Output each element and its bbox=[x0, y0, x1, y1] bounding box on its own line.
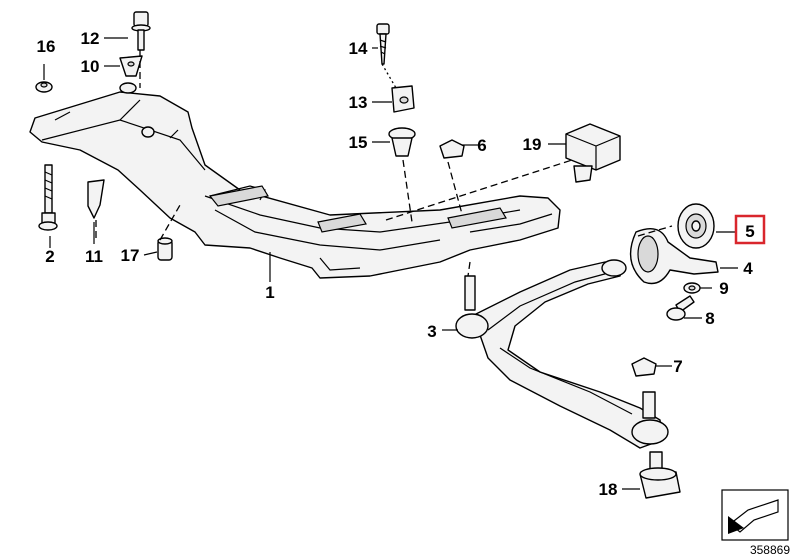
control-arm-part-3[interactable] bbox=[455, 259, 669, 449]
callout-8: 8 bbox=[705, 309, 714, 328]
callout-12: 12 bbox=[81, 29, 100, 48]
washer-part-9[interactable] bbox=[683, 282, 701, 294]
callout-3: 3 bbox=[427, 322, 436, 341]
ball-joint-part-18[interactable] bbox=[639, 451, 681, 499]
clip-part-13[interactable] bbox=[391, 85, 415, 113]
nut-plate-part-10[interactable] bbox=[119, 55, 143, 77]
bracket-part-4[interactable] bbox=[629, 228, 719, 285]
clip-part-11[interactable] bbox=[87, 179, 105, 219]
screw-part-14[interactable] bbox=[376, 23, 390, 65]
nut-part-6[interactable] bbox=[439, 139, 465, 159]
callout-6: 6 bbox=[477, 136, 486, 155]
nut-part-7[interactable] bbox=[631, 357, 657, 377]
callout-9: 9 bbox=[719, 279, 728, 298]
callout-18: 18 bbox=[599, 480, 618, 499]
highlight-box bbox=[734, 214, 766, 245]
bolt-part-12[interactable] bbox=[131, 11, 151, 51]
callout-5: 5 bbox=[745, 222, 754, 241]
reference-icon bbox=[721, 489, 789, 541]
rubber-mount-part-5[interactable] bbox=[677, 203, 715, 249]
bolt-part-2[interactable] bbox=[38, 164, 58, 231]
callout-10: 10 bbox=[81, 57, 100, 76]
bolt-part-8[interactable] bbox=[666, 295, 695, 321]
callout-14: 14 bbox=[349, 39, 368, 58]
sleeve-part-17[interactable] bbox=[157, 237, 173, 261]
callout-16: 16 bbox=[37, 37, 56, 56]
callout-15: 15 bbox=[349, 133, 368, 152]
reference-number: 358869 bbox=[750, 543, 790, 557]
nut-part-16[interactable] bbox=[35, 81, 53, 93]
callout-11: 11 bbox=[85, 247, 103, 266]
mount-part-19[interactable] bbox=[565, 123, 621, 183]
subframe-part-1[interactable] bbox=[29, 82, 561, 279]
callout-13: 13 bbox=[349, 93, 368, 112]
callout-17: 17 bbox=[121, 246, 140, 265]
callout-19: 19 bbox=[523, 135, 542, 154]
callout-7: 7 bbox=[673, 357, 682, 376]
callout-4: 4 bbox=[743, 259, 753, 278]
callout-1: 1 bbox=[265, 283, 274, 302]
callout-2: 2 bbox=[45, 247, 54, 266]
rivet-part-15[interactable] bbox=[388, 127, 416, 157]
